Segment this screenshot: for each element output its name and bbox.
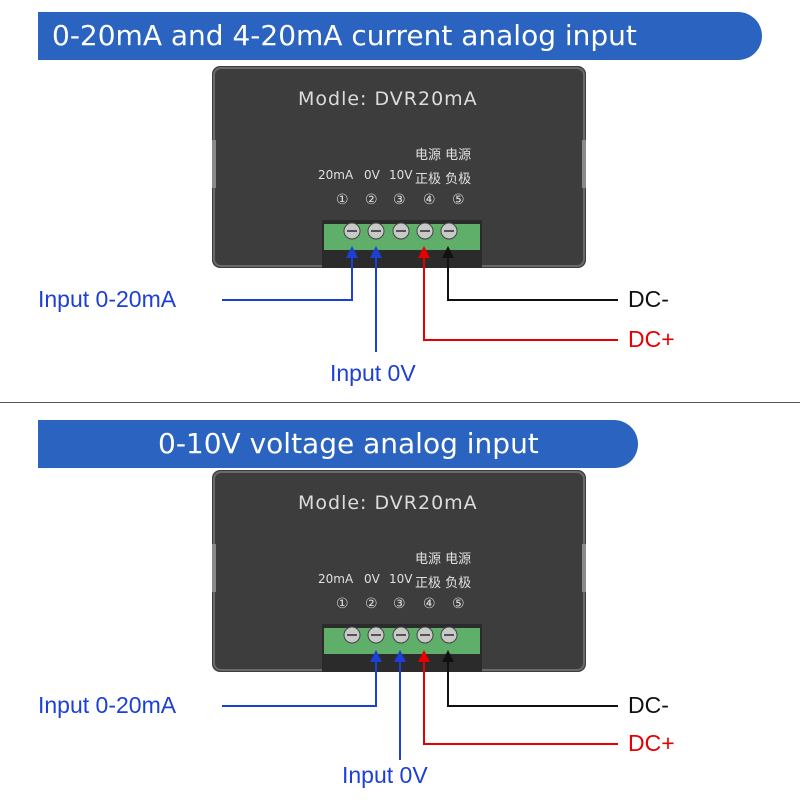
device-module: Modle: DVR20mA 电源 电源 正极 负极 20mA 0V 10V ①… [212, 470, 586, 672]
signal-wire [222, 654, 377, 707]
positive-wire [423, 250, 618, 341]
terminal-label-10v: 10V [389, 168, 413, 182]
terminal-number-4: ④ [423, 596, 436, 612]
terminal-number-1: ① [336, 596, 349, 612]
terminal-label-20ma: 20mA [318, 168, 354, 182]
device-module: Modle: DVR20mA 电源 电源 正极 负极 20mA 0V 10V ①… [212, 66, 586, 268]
section-divider [0, 402, 800, 403]
input-signal-label: Input 0-20mA [38, 286, 177, 312]
terminal-number-3: ③ [393, 596, 406, 612]
terminal-number-4: ④ [423, 192, 436, 208]
signal-wire [222, 250, 353, 301]
dc-minus-label: DC- [628, 286, 669, 312]
model-label: Modle: DVR20mA [298, 88, 478, 110]
negative-wire [447, 654, 618, 707]
power-label-bottom: 正极 负极 [415, 576, 472, 591]
terminal-label-10v: 10V [389, 572, 413, 586]
voltage-input-panel: 0-10V voltage analog input Modle: DVR20m… [0, 404, 800, 800]
terminal-number-5: ⑤ [452, 596, 465, 612]
power-label-bottom: 正极 负极 [415, 172, 472, 187]
terminal-number-5: ⑤ [452, 192, 465, 208]
input-0v-label: Input 0V [342, 762, 428, 788]
dc-plus-label: DC+ [628, 326, 675, 352]
terminal-label-20ma: 20mA [318, 572, 354, 586]
positive-wire [423, 654, 618, 745]
input-signal-label: Input 0-20mA [38, 692, 177, 718]
terminal-label-0v: 0V [364, 168, 380, 182]
device-body-graphic [212, 66, 586, 268]
current-input-panel: 0-20mA and 4-20mA current analog input M… [38, 12, 762, 386]
model-label: Modle: DVR20mA [298, 492, 478, 514]
device-body-graphic [212, 470, 586, 672]
dc-minus-label: DC- [628, 692, 669, 718]
negative-wire [447, 250, 618, 301]
wiring-lines [222, 650, 618, 760]
power-label-top: 电源 电源 [415, 148, 472, 163]
section-title: 0-20mA and 4-20mA current analog input [38, 12, 762, 60]
terminal-number-2: ② [365, 596, 378, 612]
input-0v-label: Input 0V [330, 360, 416, 386]
terminal-label-0v: 0V [364, 572, 380, 586]
wiring-lines [222, 246, 618, 352]
terminal-number-3: ③ [393, 192, 406, 208]
section-title: 0-10V voltage analog input [38, 420, 638, 468]
terminal-number-2: ② [365, 192, 378, 208]
dc-plus-label: DC+ [628, 730, 675, 756]
terminal-number-1: ① [336, 192, 349, 208]
power-label-top: 电源 电源 [415, 552, 472, 567]
